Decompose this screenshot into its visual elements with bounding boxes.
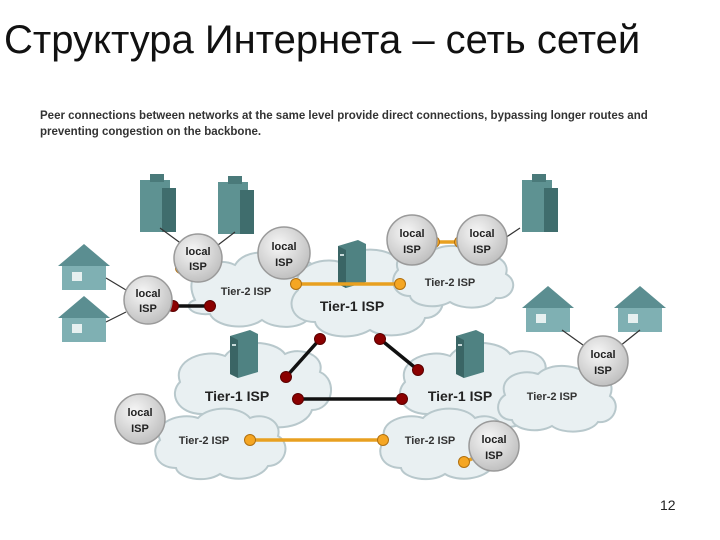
diagram-caption: Peer connections between networks at the…	[40, 110, 648, 138]
local-isp-node: local ISP	[257, 226, 311, 280]
tier1-label: Tier-1 ISP	[320, 298, 384, 314]
svg-text:local: local	[399, 228, 424, 240]
tier1-peering-node	[314, 333, 326, 345]
svg-text:local: local	[185, 246, 210, 258]
svg-text:local: local	[590, 349, 615, 361]
svg-text:ISP: ISP	[189, 261, 207, 273]
tier2-cloud-right	[497, 365, 617, 433]
peer-node	[458, 456, 470, 468]
backbone-link	[378, 337, 420, 372]
svg-text:ISP: ISP	[594, 365, 612, 377]
local-isp-node: local ISP	[577, 335, 629, 387]
backbone-link	[284, 337, 322, 379]
tier2-label: Tier-2 ISP	[405, 435, 456, 447]
local-isp-node: local ISP	[468, 420, 520, 472]
local-isp-node: local ISP	[114, 393, 166, 445]
svg-text:ISP: ISP	[485, 450, 503, 462]
svg-text:local: local	[271, 241, 296, 253]
svg-text:local: local	[127, 407, 152, 419]
house-icon	[614, 286, 666, 332]
tier2-label: Tier-2 ISP	[425, 277, 476, 289]
house-icon	[58, 244, 110, 290]
svg-text:ISP: ISP	[131, 423, 149, 435]
svg-text:ISP: ISP	[403, 244, 421, 256]
office-building-icon	[522, 174, 558, 232]
tier1-peering-node	[204, 300, 216, 312]
local-isp-node: local ISP	[456, 214, 508, 266]
svg-text:ISP: ISP	[139, 303, 157, 315]
tier1-peering-node	[374, 333, 386, 345]
svg-text:ISP: ISP	[275, 257, 293, 269]
slide-title: Структура Интернета – сеть сетей	[4, 18, 641, 62]
access-line	[105, 277, 127, 291]
peer-node	[244, 434, 256, 446]
tier1-peering-node	[412, 364, 424, 376]
access-line	[105, 311, 127, 323]
house-icon	[58, 296, 110, 342]
svg-text:local: local	[481, 434, 506, 446]
page-number: 12	[660, 497, 676, 513]
house-icon	[522, 286, 574, 332]
local-isp-node: local ISP	[173, 233, 223, 283]
tier1-label: Tier-1 ISP	[428, 388, 492, 404]
server-icon	[338, 240, 366, 288]
peer-node	[290, 278, 302, 290]
tier1-peering-node	[292, 393, 304, 405]
office-building-icon	[218, 176, 254, 234]
server-icon	[230, 330, 258, 378]
tier1-label: Tier-1 ISP	[205, 388, 269, 404]
svg-text:local: local	[469, 228, 494, 240]
tier1-peering-node	[280, 371, 292, 383]
svg-text:ISP: ISP	[473, 244, 491, 256]
tier2-cloud-bottom-left	[154, 407, 287, 481]
server-icon	[456, 330, 484, 378]
local-isp-node: local ISP	[123, 275, 173, 325]
peer-node	[394, 278, 406, 290]
local-isp-node: local ISP	[386, 214, 438, 266]
office-building-icon	[140, 174, 176, 232]
svg-text:local: local	[135, 288, 160, 300]
tier2-label: Tier-2 ISP	[221, 286, 272, 298]
tier2-label: Tier-2 ISP	[179, 435, 230, 447]
tier2-label: Tier-2 ISP	[527, 391, 578, 403]
access-line	[217, 231, 236, 246]
peer-node	[377, 434, 389, 446]
tier1-peering-node	[396, 393, 408, 405]
